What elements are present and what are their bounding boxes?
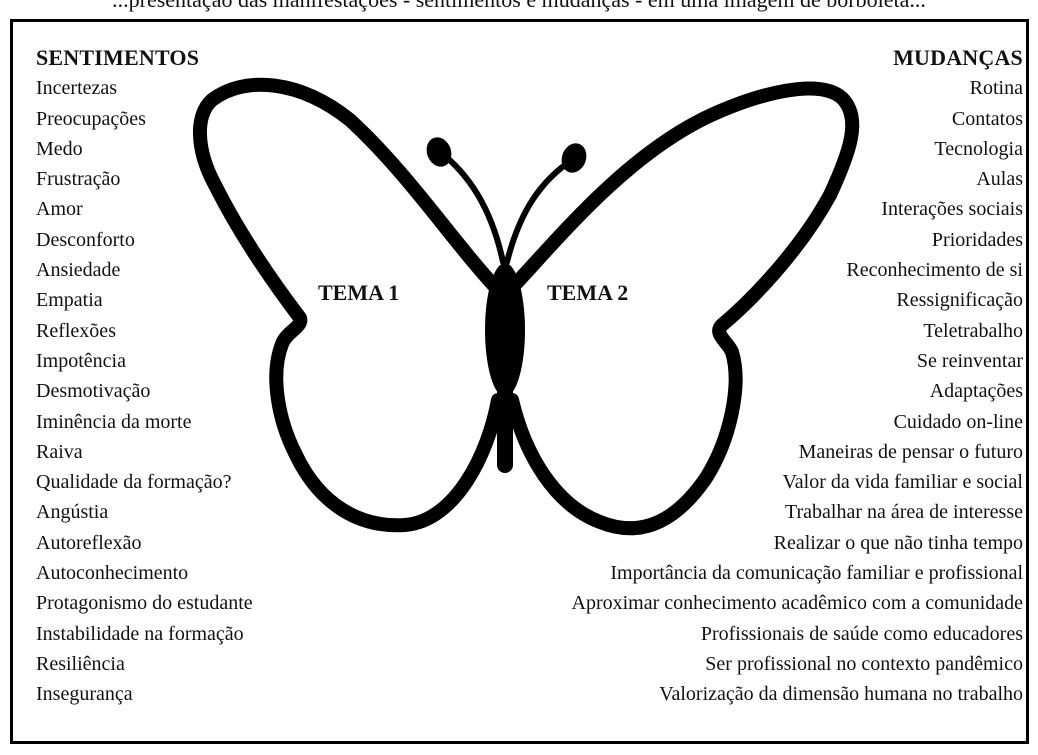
mudanca-item: Ressignificação [896,289,1023,312]
butterfly-body-abdomen [497,385,513,473]
mudanca-item: Valorização da dimensão humana no trabal… [659,683,1023,706]
mudanca-item: Cuidado on-line [893,410,1023,433]
mudanca-item: Tecnologia [934,137,1023,160]
sentimento-item: Ansiedade [36,259,121,282]
right-antenna [504,157,575,265]
mudanca-item: Trabalhar na área de interesse [784,501,1023,524]
sentimento-item: Angústia [36,501,109,524]
sentimento-item: Medo [36,137,83,160]
mudanca-item: Profissionais de saúde como educadores [700,622,1023,645]
mudanca-item: Interações sociais [881,198,1023,221]
sentimento-item: Autoreflexão [36,531,142,554]
right-antenna-tip [561,143,587,173]
tema-1-label: TEMA 1 [318,280,400,305]
sentimento-item: Incertezas [36,77,118,100]
sentimento-item: Resiliência [36,652,125,675]
left-antenna [437,149,506,265]
left-wing-outline [193,77,507,533]
mudanca-item: Rotina [969,77,1023,100]
diagram-frame [10,19,1029,744]
mudanca-item: Importância da comunicação familiar e pr… [610,562,1023,585]
mudanca-item: Contatos [951,107,1023,130]
mudancas-heading: MUDANÇAS [893,45,1023,70]
left-antenna-tip [426,137,452,167]
sentimento-item: Desconforto [36,228,135,251]
butterfly-body-thorax [485,263,525,397]
sentimento-item: Protagonismo do estudante [36,592,253,615]
sentimento-item: Insegurança [36,683,133,706]
sentimento-item: Qualidade da formação? [36,471,232,494]
sentimento-item: Iminência da morte [36,410,192,433]
sentimento-item: Preocupações [36,107,146,130]
mudanca-item: Se reinventar [916,349,1023,372]
mudanca-item: Realizar o que não tinha tempo [773,531,1023,554]
sentimento-item: Reflexões [36,319,116,342]
mudanca-item: Adaptações [929,380,1023,403]
mudanca-item: Aproximar conhecimento acadêmico com a c… [571,592,1023,615]
sentimento-item: Raiva [36,440,83,463]
sentimento-item: Frustração [36,168,121,191]
sentimento-item: Impotência [36,349,126,372]
sentimentos-heading: SENTIMENTOS [36,45,200,70]
tema-2-label: TEMA 2 [547,280,629,305]
sentimento-item: Instabilidade na formação [36,622,244,645]
mudanca-item: Aulas [976,168,1023,191]
sentimento-item: Amor [36,198,83,221]
mudanca-item: Ser profissional no contexto pandêmico [705,652,1023,675]
sentimento-item: Desmotivação [36,380,151,403]
right-wing-outline [501,81,860,536]
mudanca-item: Reconhecimento de si [846,259,1023,282]
figure-caption: ...presentação das manifestações - senti… [0,0,1038,13]
sentimento-item: Empatia [36,289,103,312]
sentimentos-column: SENTIMENTOS Incertezas Preocupações Medo… [36,43,253,710]
mudanca-item: Maneiras de pensar o futuro [798,440,1023,463]
mudanca-item: Valor da vida familiar e social [782,471,1023,494]
sentimento-item: Autoconhecimento [36,562,189,585]
mudanca-item: Teletrabalho [923,319,1023,342]
mudancas-column: MUDANÇAS Rotina Contatos Tecnologia Aula… [572,43,1023,710]
mudanca-item: Prioridades [931,228,1023,251]
